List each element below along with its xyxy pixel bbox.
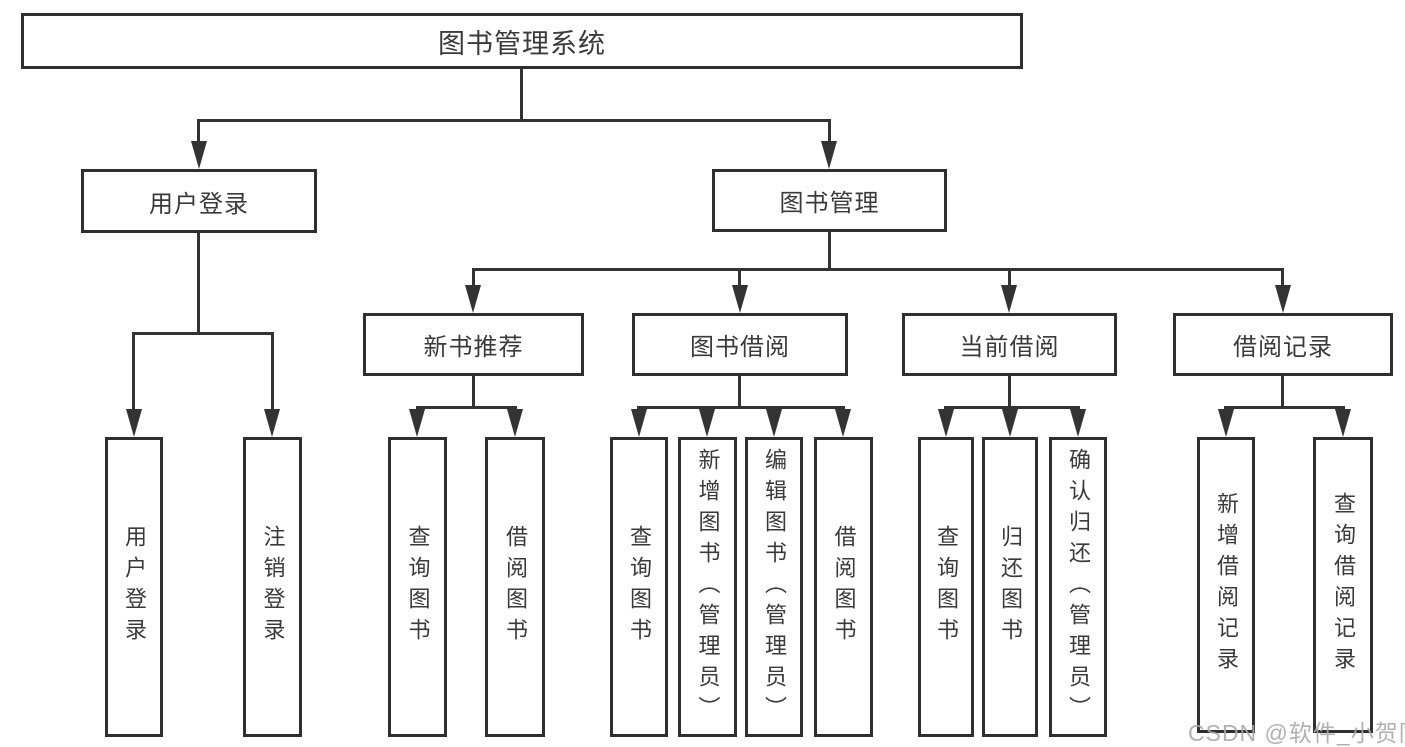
- leaf-confirm-return: 确认归还（管理员）: [1049, 437, 1107, 737]
- connector-current-borrow-branch-line: [944, 406, 1080, 409]
- arrow-to-borrow-records: [1275, 285, 1291, 313]
- node-current-borrow: 当前借阅: [902, 313, 1117, 376]
- leaf-borrow-book-1: 借阅图书: [485, 437, 545, 737]
- leaf-add-record-label: 新增借阅记录: [1214, 492, 1239, 678]
- node-current-borrow-label: 当前借阅: [959, 334, 1060, 361]
- leaf-confirm-return-label: 确认归还（管理员）: [1066, 447, 1091, 727]
- node-book-borrow-label: 图书借阅: [690, 334, 790, 361]
- arrow-to-borrow-book-2: [835, 409, 851, 437]
- node-book-mgmt: 图书管理: [712, 169, 947, 232]
- arrow-to-query-book-2: [631, 409, 647, 437]
- connector-book-mgmt-branch-line: [472, 268, 1284, 271]
- connector-current-borrow-stem: [1008, 376, 1011, 408]
- leaf-query-record: 查询借阅记录: [1313, 437, 1373, 733]
- node-new-book-rec: 新书推荐: [363, 313, 584, 376]
- connector-book-borrow-stem: [738, 376, 741, 408]
- arrow-to-borrow-book-1: [507, 409, 523, 437]
- connector-shaft-new-book: [472, 268, 475, 289]
- arrow-to-add-book: [699, 409, 715, 437]
- leaf-query-book-1: 查询图书: [388, 437, 447, 737]
- leaf-return-book: 归还图书: [982, 437, 1038, 737]
- leaf-query-book-3: 查询图书: [918, 437, 974, 737]
- watermark-text: CSDN @软件_小贺同学: [1188, 720, 1405, 746]
- leaf-logout-label: 注销登录: [260, 525, 286, 649]
- arrow-to-confirm-return: [1070, 409, 1086, 437]
- arrow-to-book-mgmt: [821, 141, 837, 169]
- arrow-to-leaf-user-login: [126, 409, 142, 437]
- arrow-to-edit-book: [766, 409, 782, 437]
- connector-shaft-book-borrow: [738, 268, 741, 289]
- leaf-edit-book: 编辑图书（管理员）: [745, 437, 803, 737]
- arrow-to-query-book-3: [938, 409, 954, 437]
- connector-book-borrow-branch-line: [637, 406, 845, 409]
- node-library-system: 图书管理系统: [21, 13, 1023, 69]
- leaf-borrow-book-2-label: 借阅图书: [831, 525, 857, 649]
- connector-shaft-user-login: [197, 119, 200, 145]
- arrow-to-leaf-logout: [264, 409, 280, 437]
- arrow-to-query-record: [1335, 409, 1351, 437]
- connector-root-branch-line: [197, 119, 831, 122]
- arrow-to-current-borrow: [1001, 285, 1017, 313]
- connector-shaft-leaf-user-login: [132, 332, 135, 412]
- arrow-to-add-record: [1218, 409, 1234, 437]
- connector-shaft-borrow-records: [1281, 268, 1284, 289]
- node-user-login-label: 用户登录: [149, 190, 249, 218]
- connector-shaft-current-borrow: [1008, 268, 1011, 289]
- leaf-add-book: 新增图书（管理员）: [678, 437, 737, 737]
- node-borrow-records: 借阅记录: [1173, 313, 1393, 376]
- leaf-query-record-label: 查询借阅记录: [1331, 492, 1356, 678]
- leaf-return-book-label: 归还图书: [998, 525, 1023, 649]
- leaf-add-book-label: 新增图书（管理员）: [695, 447, 721, 727]
- connector-shaft-leaf-logout: [271, 332, 274, 412]
- leaf-edit-book-label: 编辑图书（管理员）: [762, 447, 787, 727]
- leaf-user-login: 用户登录: [105, 437, 163, 737]
- node-book-mgmt-label: 图书管理: [779, 190, 880, 217]
- leaf-borrow-book-2: 借阅图书: [814, 437, 873, 737]
- connector-new-book-stem: [472, 376, 475, 408]
- leaf-query-book-3-label: 查询图书: [934, 525, 959, 649]
- leaf-query-book-2-label: 查询图书: [627, 525, 652, 649]
- leaf-query-book-1-label: 查询图书: [405, 525, 431, 649]
- leaf-borrow-book-1-label: 借阅图书: [503, 525, 528, 649]
- connector-borrow-records-branch-line: [1224, 406, 1345, 409]
- leaf-query-book-2: 查询图书: [610, 437, 668, 737]
- connector-borrow-records-stem: [1281, 376, 1284, 408]
- connector-new-book-branch-line: [416, 406, 517, 409]
- connector-root-stem: [520, 69, 523, 120]
- arrow-to-new-book: [465, 285, 481, 313]
- leaf-logout: 注销登录: [243, 437, 302, 737]
- node-library-system-label: 图书管理系统: [438, 28, 606, 59]
- node-book-borrow: 图书借阅: [632, 313, 848, 376]
- arrow-to-query-book-1: [409, 409, 425, 437]
- connector-shaft-book-mgmt: [828, 119, 831, 145]
- node-new-book-rec-label: 新书推荐: [423, 334, 524, 361]
- leaf-add-record: 新增借阅记录: [1197, 437, 1255, 733]
- connector-book-mgmt-stem: [828, 232, 831, 270]
- arrow-to-user-login: [191, 141, 207, 169]
- node-user-login: 用户登录: [81, 169, 317, 233]
- arrow-to-book-borrow: [732, 285, 748, 313]
- node-borrow-records-label: 借阅记录: [1233, 334, 1333, 361]
- connector-user-login-branch-line: [132, 332, 274, 335]
- arrow-to-return-book: [1002, 409, 1018, 437]
- connector-user-login-stem: [197, 233, 200, 334]
- leaf-user-login-label: 用户登录: [122, 525, 147, 649]
